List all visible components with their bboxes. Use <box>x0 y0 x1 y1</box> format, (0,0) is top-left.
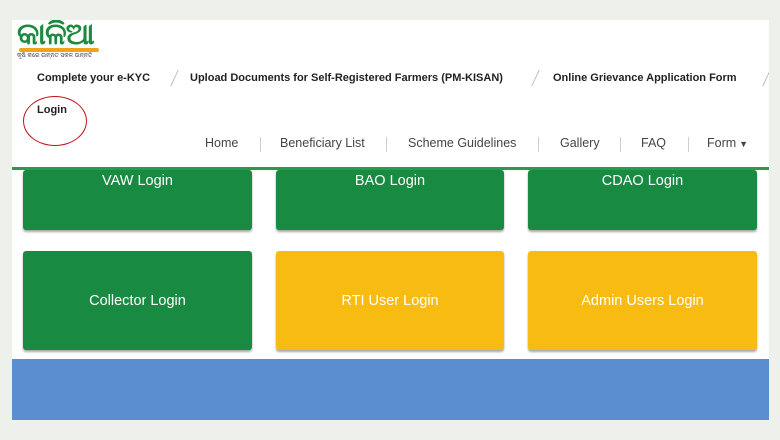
kalia-logo[interactable]: କାଳିଆ କୃଷି କରେ ଉନ୍ନତ ସକଳ ଉନ୍ନତି <box>17 20 101 62</box>
collector-login-label: Collector Login <box>89 292 186 309</box>
rti-user-login-label: RTI User Login <box>341 292 439 309</box>
vaw-login-label: VAW Login <box>102 173 173 189</box>
logo-band <box>19 48 99 52</box>
web-page: କାଳିଆ କୃଷି କରେ ଉନ୍ନତ ସକଳ ଉନ୍ନତି Complete… <box>12 20 769 420</box>
highlight-circle <box>23 96 87 146</box>
caret-down-icon: ▼ <box>739 139 749 149</box>
nav-beneficiary-list[interactable]: Beneficiary List <box>280 136 365 150</box>
nav-separator <box>260 137 261 152</box>
admin-users-login-button[interactable]: Admin Users Login <box>528 251 757 350</box>
nav-faq[interactable]: FAQ <box>641 136 667 150</box>
footer-band <box>12 359 769 420</box>
collector-login-button[interactable]: Collector Login <box>23 251 252 350</box>
admin-users-login-label: Admin Users Login <box>581 292 704 309</box>
top-link-separator <box>525 70 540 86</box>
bao-login-button[interactable]: BAO Login <box>276 170 504 230</box>
nav-separator <box>620 137 621 152</box>
rti-user-login-button[interactable]: RTI User Login <box>276 251 504 350</box>
nav-gallery[interactable]: Gallery <box>560 136 600 150</box>
vaw-login-button[interactable]: VAW Login <box>23 170 252 230</box>
nav-separator <box>386 137 387 152</box>
nav-form-dropdown[interactable]: Form▼ <box>707 136 748 150</box>
top-link-separator <box>756 70 769 86</box>
logo-tagline: କୃଷି କରେ ଉନ୍ନତ ସକଳ ଉନ୍ନତି <box>17 53 93 59</box>
nav-scheme-guidelines[interactable]: Scheme Guidelines <box>408 136 517 150</box>
logo-wordmark: କାଳିଆ <box>17 20 95 52</box>
ekyc-link[interactable]: Complete your e-KYC <box>37 72 151 84</box>
nav-separator <box>688 137 689 152</box>
nav-home[interactable]: Home <box>205 136 239 150</box>
bao-login-label: BAO Login <box>354 173 426 189</box>
cdao-login-button[interactable]: CDAO Login <box>528 170 757 230</box>
nav-form-label: Form <box>707 136 737 150</box>
header-divider <box>12 167 769 170</box>
top-link-separator <box>164 70 179 86</box>
upload-documents-link[interactable]: Upload Documents for Self-Registered Far… <box>190 72 503 84</box>
nav-separator <box>538 137 539 152</box>
grievance-form-link[interactable]: Online Grievance Application Form <box>553 72 737 84</box>
cdao-login-label: CDAO Login <box>601 173 684 189</box>
